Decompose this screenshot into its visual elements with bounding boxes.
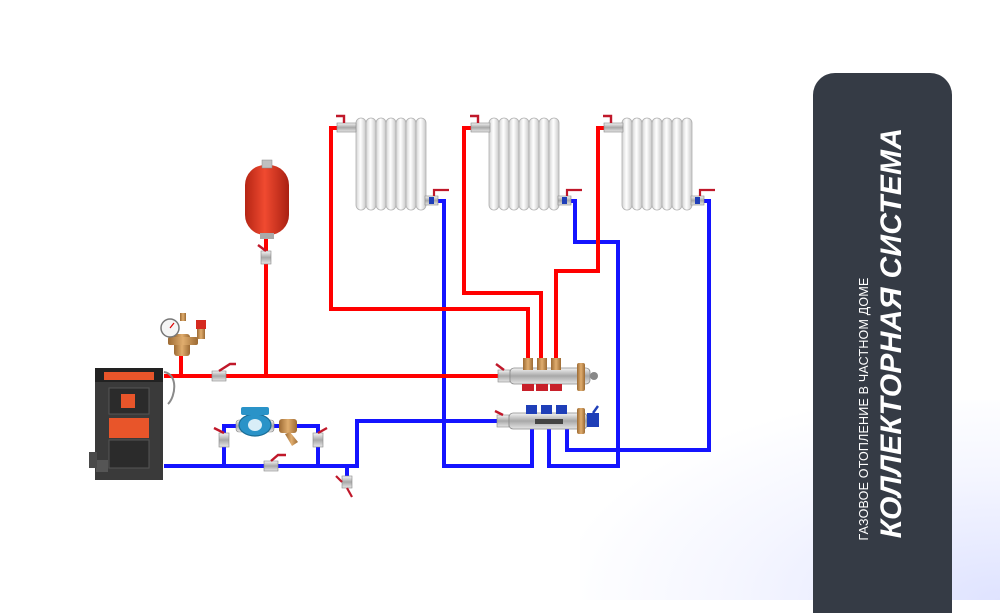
radiator-2 [470,114,582,211]
page-subtitle: ГАЗОВОЕ ОТОПЛЕНИЕ В ЧАСТНОМ ДОМЕ [857,277,871,541]
expansion-tank-valve [257,244,272,265]
radiator-2-inlet-valve [470,114,491,133]
supply-manifold [495,358,598,391]
boiler-supply-valve [211,362,236,382]
strainer [279,419,298,446]
supply-pipe-radiator-2 [462,126,543,362]
return-pipe-boiler [164,419,497,468]
radiator-3-inlet-valve [603,114,624,133]
heating-diagram [89,114,715,498]
pump-left-valve [213,426,230,448]
radiator-2-sections [488,117,560,211]
expansion-tank [245,159,289,239]
return-manifold [494,405,599,434]
return-pipe-radiator-3 [565,199,711,452]
radiator-1 [336,114,449,211]
radiator-1-outlet-valve [424,188,449,206]
page-title: КОЛЛЕКТОРНАЯ СИСТЕМА [875,127,908,539]
return-pipe-radiator-1 [434,199,534,468]
safety-group [160,313,206,356]
radiator-1-sections [355,117,427,211]
title-panel [813,73,952,613]
radiator-1-inlet-valve [336,114,357,133]
pump-right-valve [312,426,328,448]
radiator-3-sections [621,117,693,211]
return-pipe-radiator-2 [547,199,620,468]
circulation-pump [235,407,275,437]
drain-valve [335,475,353,498]
radiator-3-outlet-valve [690,188,715,206]
bypass-valve [263,453,286,472]
boiler [89,368,176,480]
supply-pipe-radiator-1 [329,126,530,362]
return-pipes [164,199,711,482]
supply-pipe-radiator-3 [554,126,604,362]
radiator-2-outlet-valve [557,188,582,206]
radiator-3 [603,114,715,211]
